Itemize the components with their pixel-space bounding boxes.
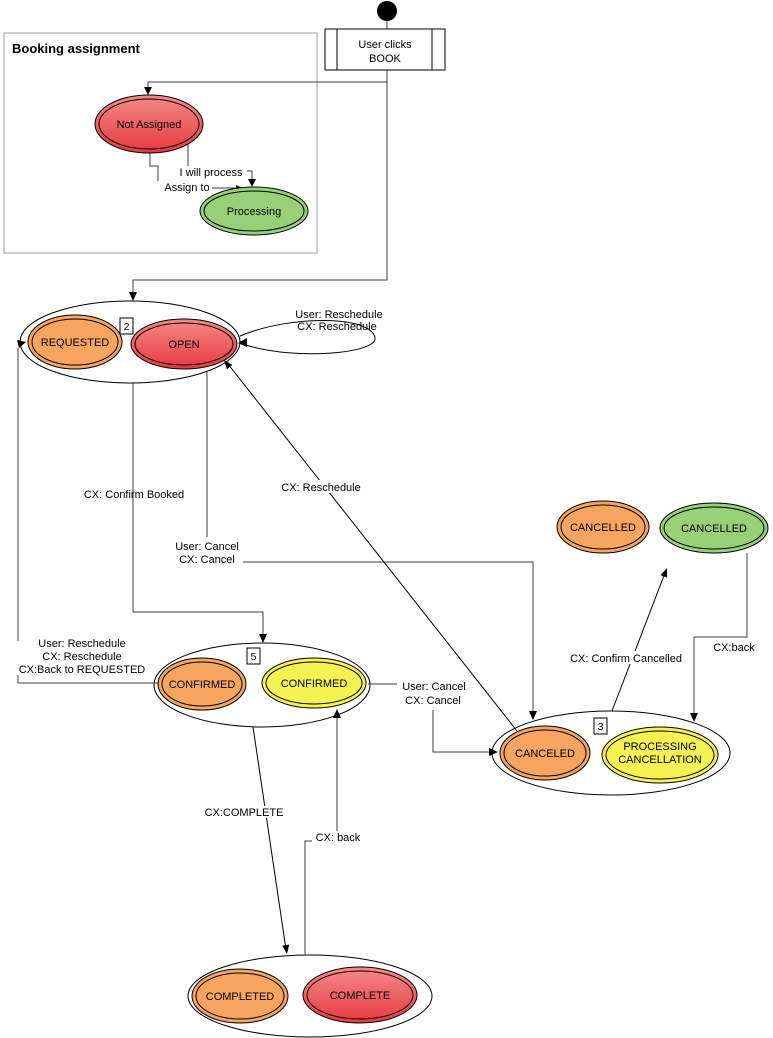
edge-label-open-cancel-1: User: Cancel (175, 541, 239, 553)
state-canceled-inner (503, 729, 587, 777)
state-completed[interactable] (191, 968, 289, 1024)
edge-label-back-req-1: User: Reschedule (38, 638, 125, 650)
state-cancelled-orange[interactable] (556, 500, 650, 554)
state-requested-label: REQUESTED (41, 337, 110, 349)
badge-cancel-group (593, 717, 608, 735)
edge-label-conf-cancel-2: CX: Cancel (405, 695, 461, 707)
arrowhead-not-assigned (144, 87, 152, 95)
edge-label-open-cancel-2: CX: Cancel (179, 554, 235, 566)
state-complete-label: COMPLETE (330, 990, 391, 1002)
booking-assignment-title: Booking assignment (12, 41, 141, 56)
initial-state-node[interactable] (377, 1, 397, 21)
edge-confirm-cancelled[interactable] (611, 572, 666, 712)
badge-cancel-group-label: 3 (598, 721, 604, 733)
edge-label-conf-cancel-1: User: Cancel (402, 681, 466, 693)
state-processing[interactable] (199, 186, 309, 236)
state-cancelled-green-inner (663, 506, 765, 550)
edge-label-selfloop-2: CX: Reschedule (297, 321, 377, 333)
state-processing-cancellation[interactable] (601, 726, 719, 784)
label-bg-cx-back-bottom (312, 831, 364, 843)
state-cancelled-orange-label: CANCELLED (570, 522, 636, 534)
state-requested[interactable] (27, 314, 123, 370)
badge-open-group (119, 317, 134, 335)
edge-label-back-req-3: CX:Back to REQUESTED (19, 664, 146, 676)
edge-open-self-loop[interactable] (239, 319, 376, 355)
state-not-assigned[interactable] (94, 94, 204, 154)
arrowhead-confirmed-group-top (259, 634, 267, 643)
state-processing-cancellation-inner (605, 730, 715, 780)
arrowhead-cancelled-green-bottom (660, 568, 668, 578)
edge-label-selfloop-1: User: Reschedule (295, 309, 382, 321)
state-confirmed-orange-label: CONFIRMED (169, 679, 236, 691)
state-canceled-label: CANCELED (515, 748, 575, 760)
label-bg-confirm-cancelled (568, 651, 686, 664)
state-completed-label: COMPLETED (206, 991, 275, 1003)
arrowhead-confirmed-yellow-bottom (333, 709, 341, 718)
edge-label-back-req-2: CX: Reschedule (42, 651, 122, 663)
edge-book-to-not-assigned[interactable] (147, 81, 387, 89)
badge-confirmed-group (246, 647, 261, 665)
state-open-inner (134, 322, 234, 366)
edge-confirmed-to-requested-a[interactable] (17, 675, 158, 684)
edge-label-cx-back-right: CX:back (713, 642, 755, 654)
state-confirmed-orange-inner (161, 661, 243, 707)
book-activity-box[interactable] (324, 28, 446, 71)
state-confirmed-yellow[interactable] (261, 657, 367, 709)
edge-label-confirm-cancelled: CX: Confirm Cancelled (570, 653, 682, 665)
arrowhead-open-selfloop (238, 338, 247, 347)
state-processing-inner (203, 190, 305, 232)
edge-assign-to-a[interactable] (149, 152, 159, 181)
edge-label-cx-back-bottom: CX: back (316, 832, 361, 844)
state-requested-inner (31, 318, 119, 366)
badge-confirmed-group-label: 5 (251, 651, 257, 663)
arrowhead-open-group-top (129, 292, 137, 301)
state-complete-inner (306, 970, 414, 1020)
state-open[interactable] (130, 318, 238, 370)
edge-cx-reschedule-diagonal[interactable] (227, 363, 518, 732)
arrowhead-processing-top (248, 179, 256, 187)
state-confirmed-yellow-inner (265, 661, 363, 705)
edge-label-confirm-booked: CX: Confirm Booked (84, 489, 184, 501)
badge-open-group-label: 2 (124, 321, 130, 333)
state-confirmed-yellow-label: CONFIRMED (281, 678, 348, 690)
state-not-assigned-label: Not Assigned (117, 119, 182, 131)
state-completed-inner (195, 972, 285, 1020)
arrowhead-cancel-group-top-a (529, 711, 537, 720)
edge-label-cx-complete: CX:COMPLETE (205, 807, 284, 819)
edge-cx-back-right[interactable] (693, 553, 748, 714)
book-box-label-line1: User clicks (358, 39, 412, 51)
state-cancelled-orange-inner (560, 504, 646, 550)
state-processing-label: Processing (227, 206, 281, 218)
arrowhead-cancel-group-top-b (690, 713, 698, 722)
state-processing-cancellation-label-1: PROCESSING (623, 741, 696, 753)
edge-i-will-process-b[interactable] (247, 170, 253, 180)
state-confirmed-orange[interactable] (157, 657, 247, 711)
edge-open-cancel-b[interactable] (243, 561, 534, 713)
book-box-label-line2: BOOK (369, 53, 401, 65)
state-cancelled-green[interactable] (659, 502, 769, 554)
state-not-assigned-inner (98, 98, 200, 150)
state-cancelled-green-label: CANCELLED (681, 523, 747, 535)
edge-confirmed-cancel[interactable] (432, 710, 490, 753)
edge-cx-complete[interactable] (252, 726, 286, 947)
state-open-label: OPEN (168, 339, 199, 351)
arrowhead-requested-left (17, 340, 26, 348)
arrowhead-canceled-left (489, 748, 498, 756)
edge-book-to-open-group[interactable] (132, 70, 388, 297)
arrowhead-completed-group-top (282, 944, 290, 954)
edge-confirm-booked[interactable] (132, 383, 264, 636)
state-canceled[interactable] (499, 725, 591, 781)
state-processing-cancellation-label-2: CANCELLATION (618, 754, 702, 766)
edge-label-assign-to: Assign to (164, 182, 209, 194)
arrowhead-open-diagonal (224, 360, 233, 370)
edge-label-i-will-process: I will process (180, 167, 243, 179)
state-complete[interactable] (302, 966, 418, 1024)
edge-label-reschedule-diag: CX: Reschedule (281, 482, 361, 494)
label-bg-reschedule (280, 480, 362, 493)
label-bg-cx-complete (203, 806, 285, 818)
